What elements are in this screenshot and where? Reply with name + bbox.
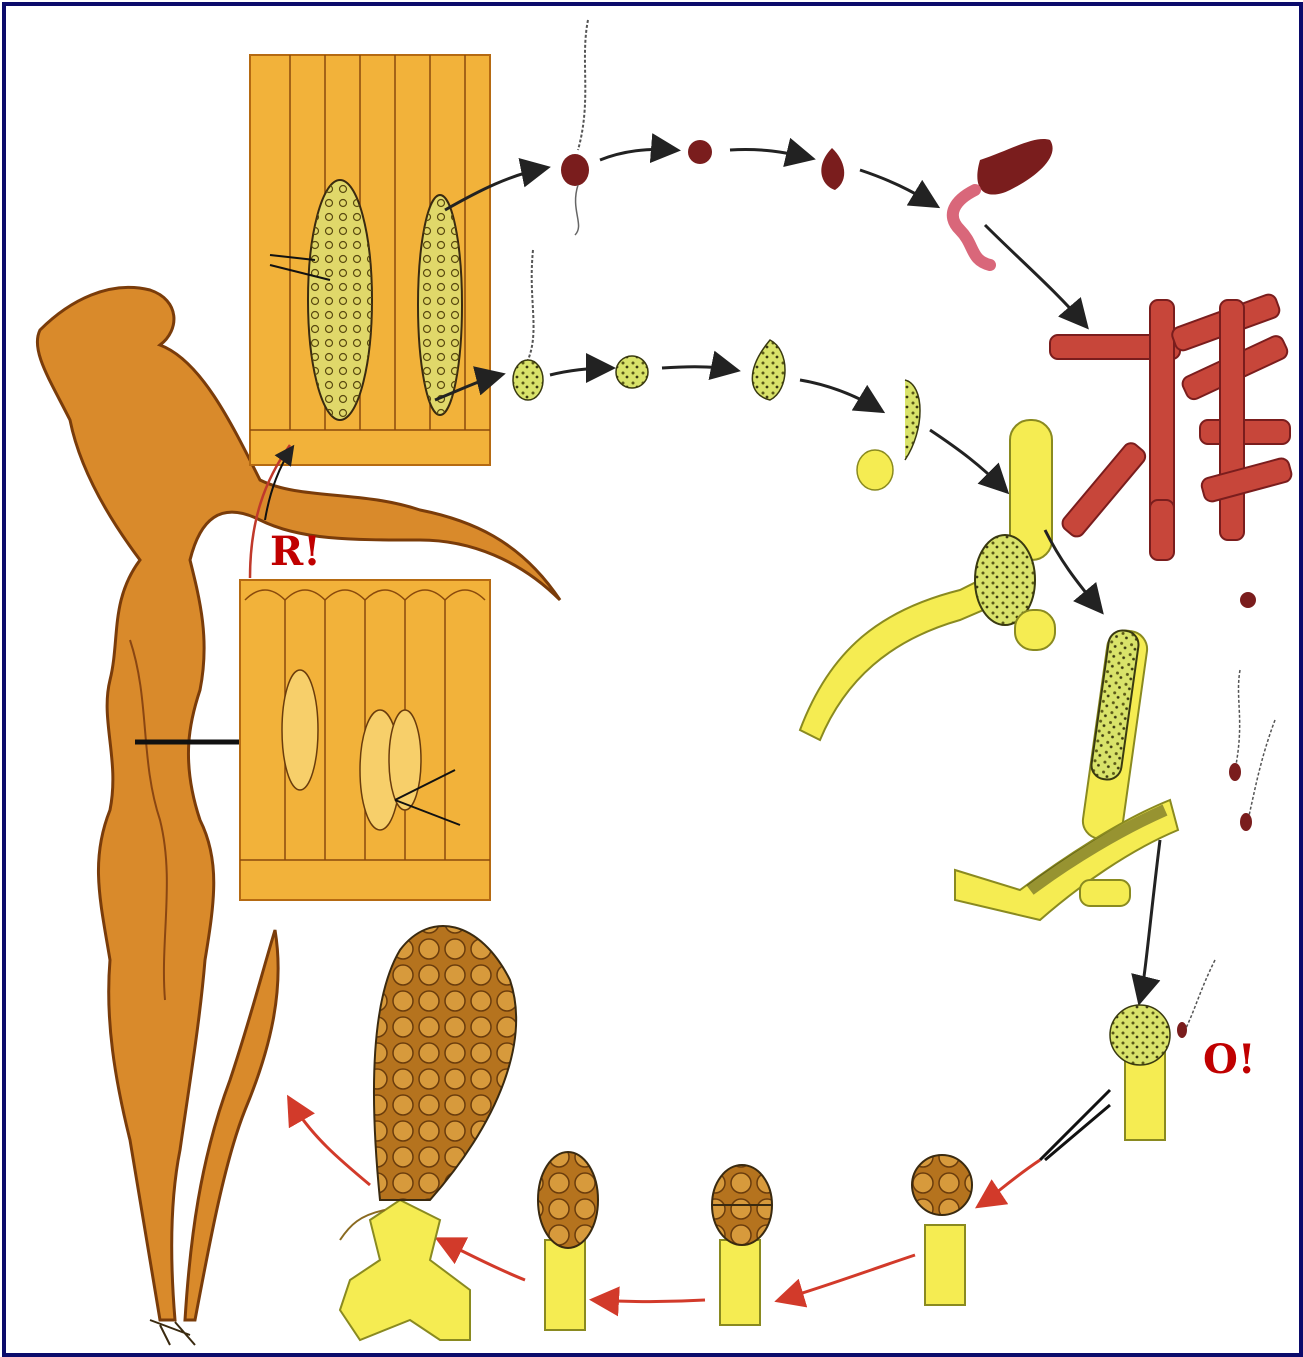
zygote-development: [290, 926, 1040, 1340]
sperm-cells: [1229, 670, 1275, 831]
male-gametophyte-filament: [1050, 292, 1293, 607]
label-r: R!: [270, 528, 321, 575]
label-o: O!: [1203, 1036, 1255, 1083]
sporangia-tissue-section: [250, 55, 490, 465]
red-spore-sequence: [445, 20, 1085, 325]
yellow-spore-sequence: [435, 250, 1005, 490]
vegetative-tissue-section: [240, 580, 490, 900]
female-gametophyte-filament: [800, 420, 1178, 920]
